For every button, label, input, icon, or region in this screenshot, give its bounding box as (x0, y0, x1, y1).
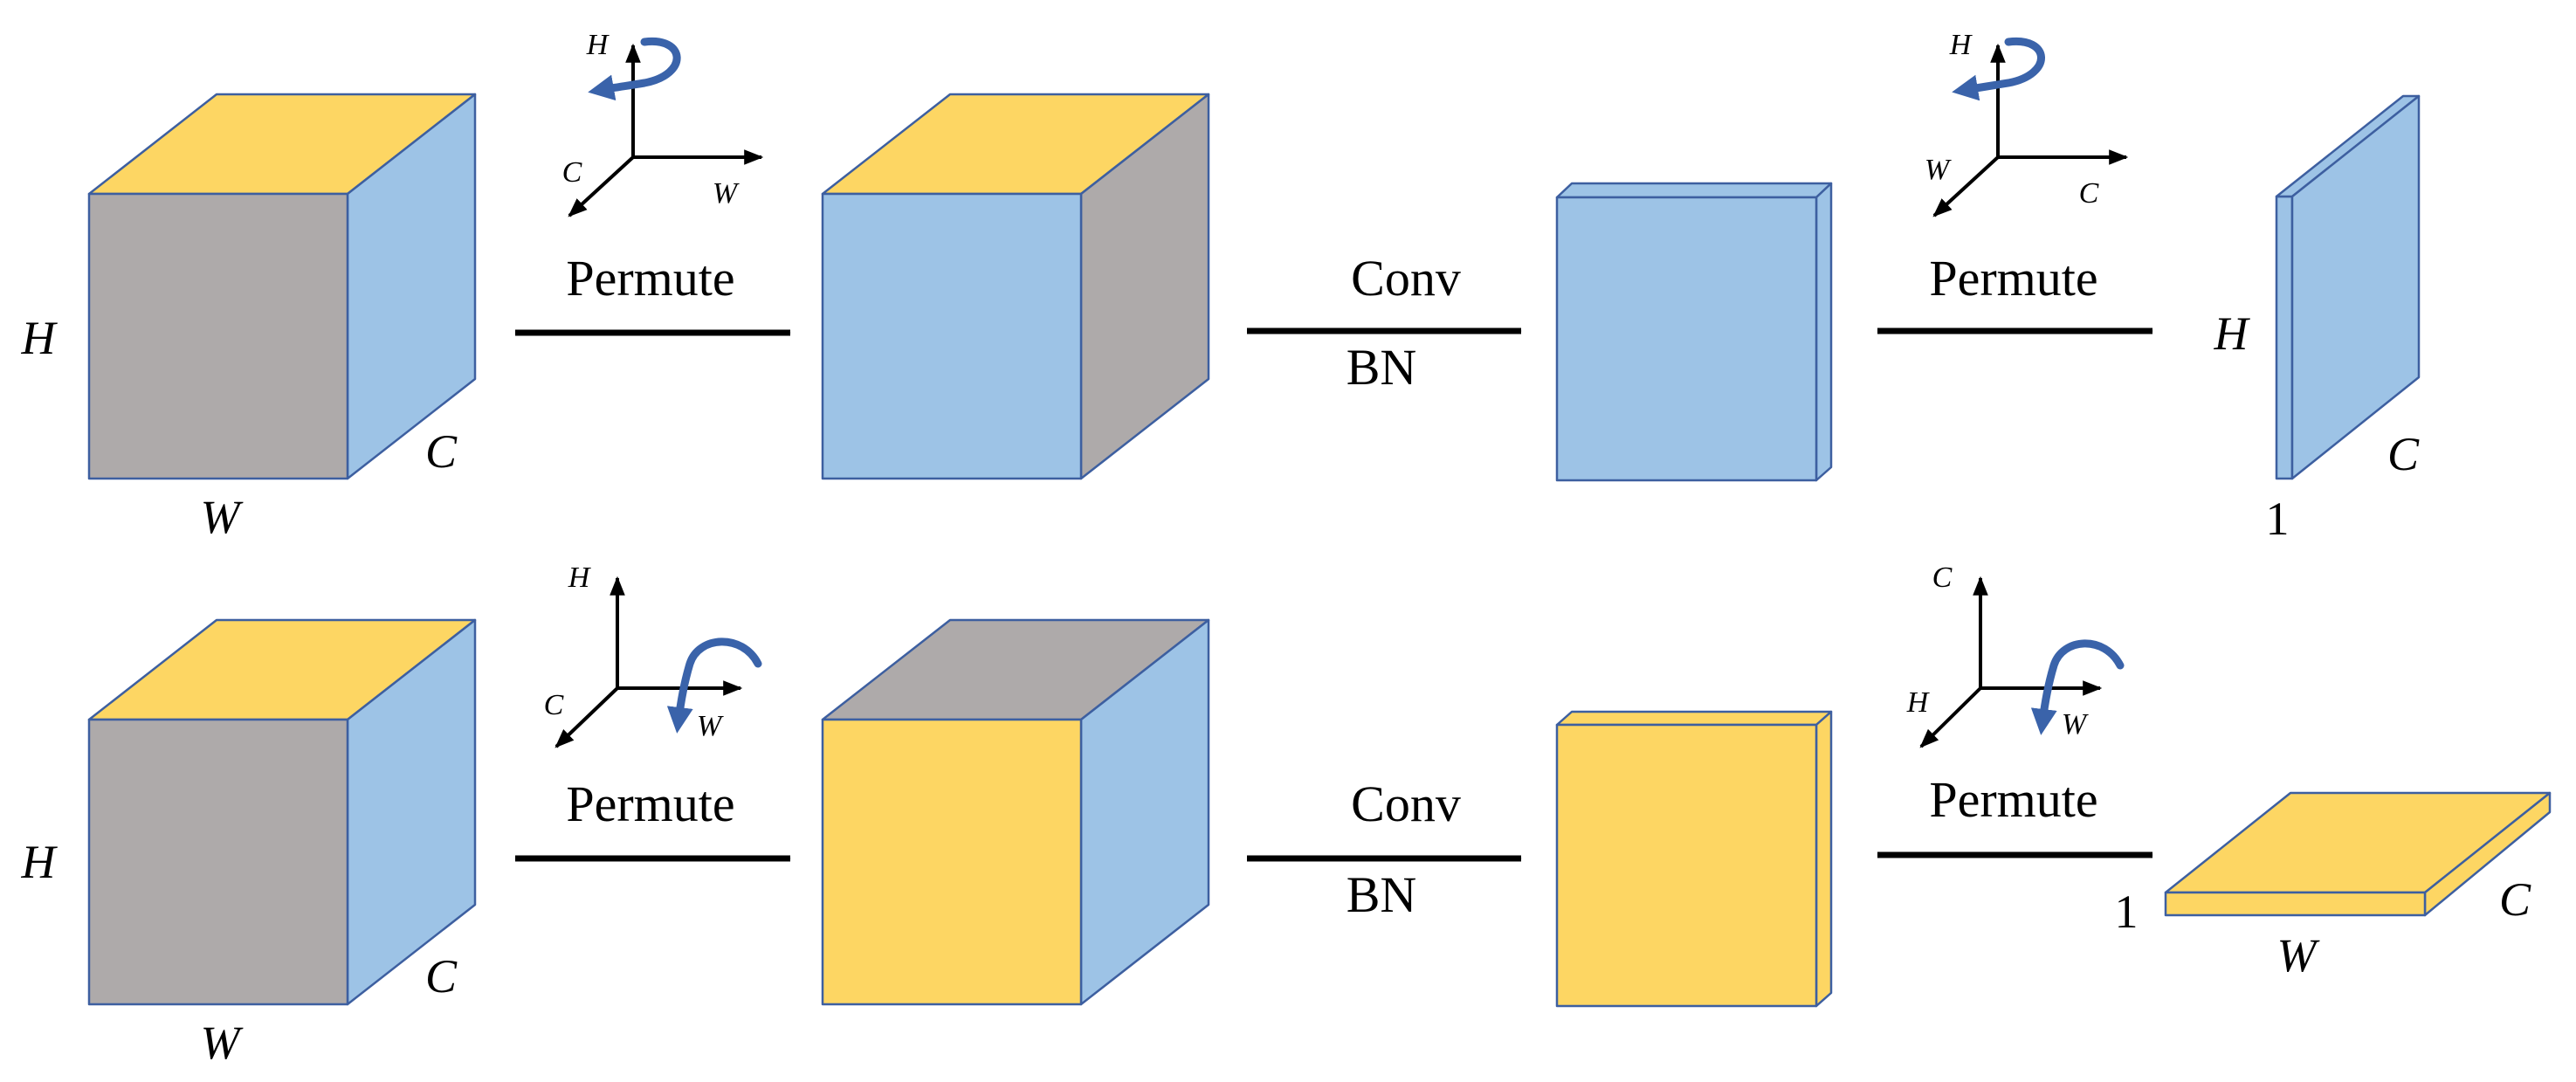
row2-input-cube: H W C (21, 618, 477, 1069)
rotation-arrow-icon (1952, 37, 2045, 101)
row2-axis1-right-label: W (697, 710, 724, 742)
slab-right-face (1815, 182, 1833, 482)
row1-axis1-up-label: H (586, 29, 610, 61)
row1-permuted-cube (821, 93, 1210, 480)
row1-output-channel-label: C (2387, 428, 2420, 480)
slab-front-face (1555, 196, 1818, 482)
row1-axis2-left-label: W (1925, 154, 1952, 186)
row2-axis2-up-label: C (1932, 562, 1953, 594)
slab-front-face (1555, 723, 1818, 1008)
row2-axis1-up-label: H (568, 562, 592, 594)
row2-conv-arrow: Conv BN (1247, 775, 1522, 923)
row1-axis1-right-label: W (713, 177, 740, 210)
row1-input-height-label: H (21, 312, 59, 364)
row2-conv-label: Conv (1351, 775, 1461, 832)
row1-permute1-label: Permute (566, 250, 734, 307)
row2-input-height-label: H (21, 836, 59, 888)
row1-permute-arrow-1: Permute (515, 250, 791, 336)
row2-output-plate: W C 1 (2115, 791, 2552, 982)
row1-permute2-label: Permute (1929, 250, 2097, 307)
rotation-arrow-icon (666, 637, 762, 734)
cube-front-face (87, 192, 349, 480)
row1-axis1-left-label: C (562, 156, 582, 189)
row2-axis2-right-label: W (2062, 708, 2089, 741)
row1-input-channel-label: C (425, 425, 458, 478)
cube-front-face (821, 192, 1083, 480)
row2-output-one-label: 1 (2115, 886, 2139, 938)
row2-permute-arrow-2: Permute (1877, 771, 2153, 858)
slab-top-face (1555, 182, 1833, 199)
cube-front-face (87, 718, 349, 1006)
row1-conv-output (1555, 182, 1833, 482)
row2-permuted-cube (821, 618, 1210, 1006)
slab-top-face (1555, 710, 1833, 727)
row1-axis2-up-label: H (1949, 29, 1973, 61)
row1-axes-1: H C W (562, 29, 764, 217)
row1-output-sheet: H C 1 (2214, 94, 2421, 545)
row2: H W C H C W Permute Conv (21, 562, 2552, 1069)
row2-input-channel-label: C (425, 950, 458, 1003)
rotation-arrow-icon (2030, 639, 2125, 735)
sheet-side-face (2290, 94, 2421, 480)
row2-axis1-left-label: C (544, 689, 564, 721)
row1-permute-arrow-2: Permute (1877, 250, 2153, 334)
row1-axis2-right-label: C (2079, 177, 2099, 210)
row2-output-channel-label: C (2499, 873, 2531, 926)
row2-output-width-label: W (2277, 929, 2321, 982)
row2-bn-label: BN (1347, 866, 1417, 923)
row2-permute2-label: Permute (1929, 771, 2097, 828)
plate-front-face (2164, 891, 2427, 917)
row1: H W C H C W Permute Conv (21, 29, 2421, 545)
row1-bn-label: BN (1347, 339, 1417, 396)
row2-input-width-label: W (201, 1017, 245, 1069)
row1-output-one-label: 1 (2266, 493, 2290, 545)
row1-output-height-label: H (2214, 307, 2251, 360)
row2-permute1-label: Permute (566, 775, 734, 832)
row2-axes-1: H C W (544, 562, 762, 748)
slab-right-face (1815, 710, 1833, 1008)
sheet-front-face (2275, 195, 2294, 480)
row1-axes-2: H W C (1925, 29, 2129, 217)
cube-front-face (821, 718, 1083, 1006)
row1-conv-arrow: Conv BN (1247, 250, 1522, 396)
row2-axis2-left-label: H (1906, 686, 1931, 719)
row2-axes-2: C H W (1906, 562, 2125, 748)
row1-conv-label: Conv (1351, 250, 1461, 307)
row1-input-cube: H W C (21, 93, 477, 543)
row1-input-width-label: W (201, 491, 245, 543)
row2-permute-arrow-1: Permute (515, 775, 791, 862)
row2-conv-output (1555, 710, 1833, 1008)
rotation-arrow-icon (588, 37, 681, 101)
